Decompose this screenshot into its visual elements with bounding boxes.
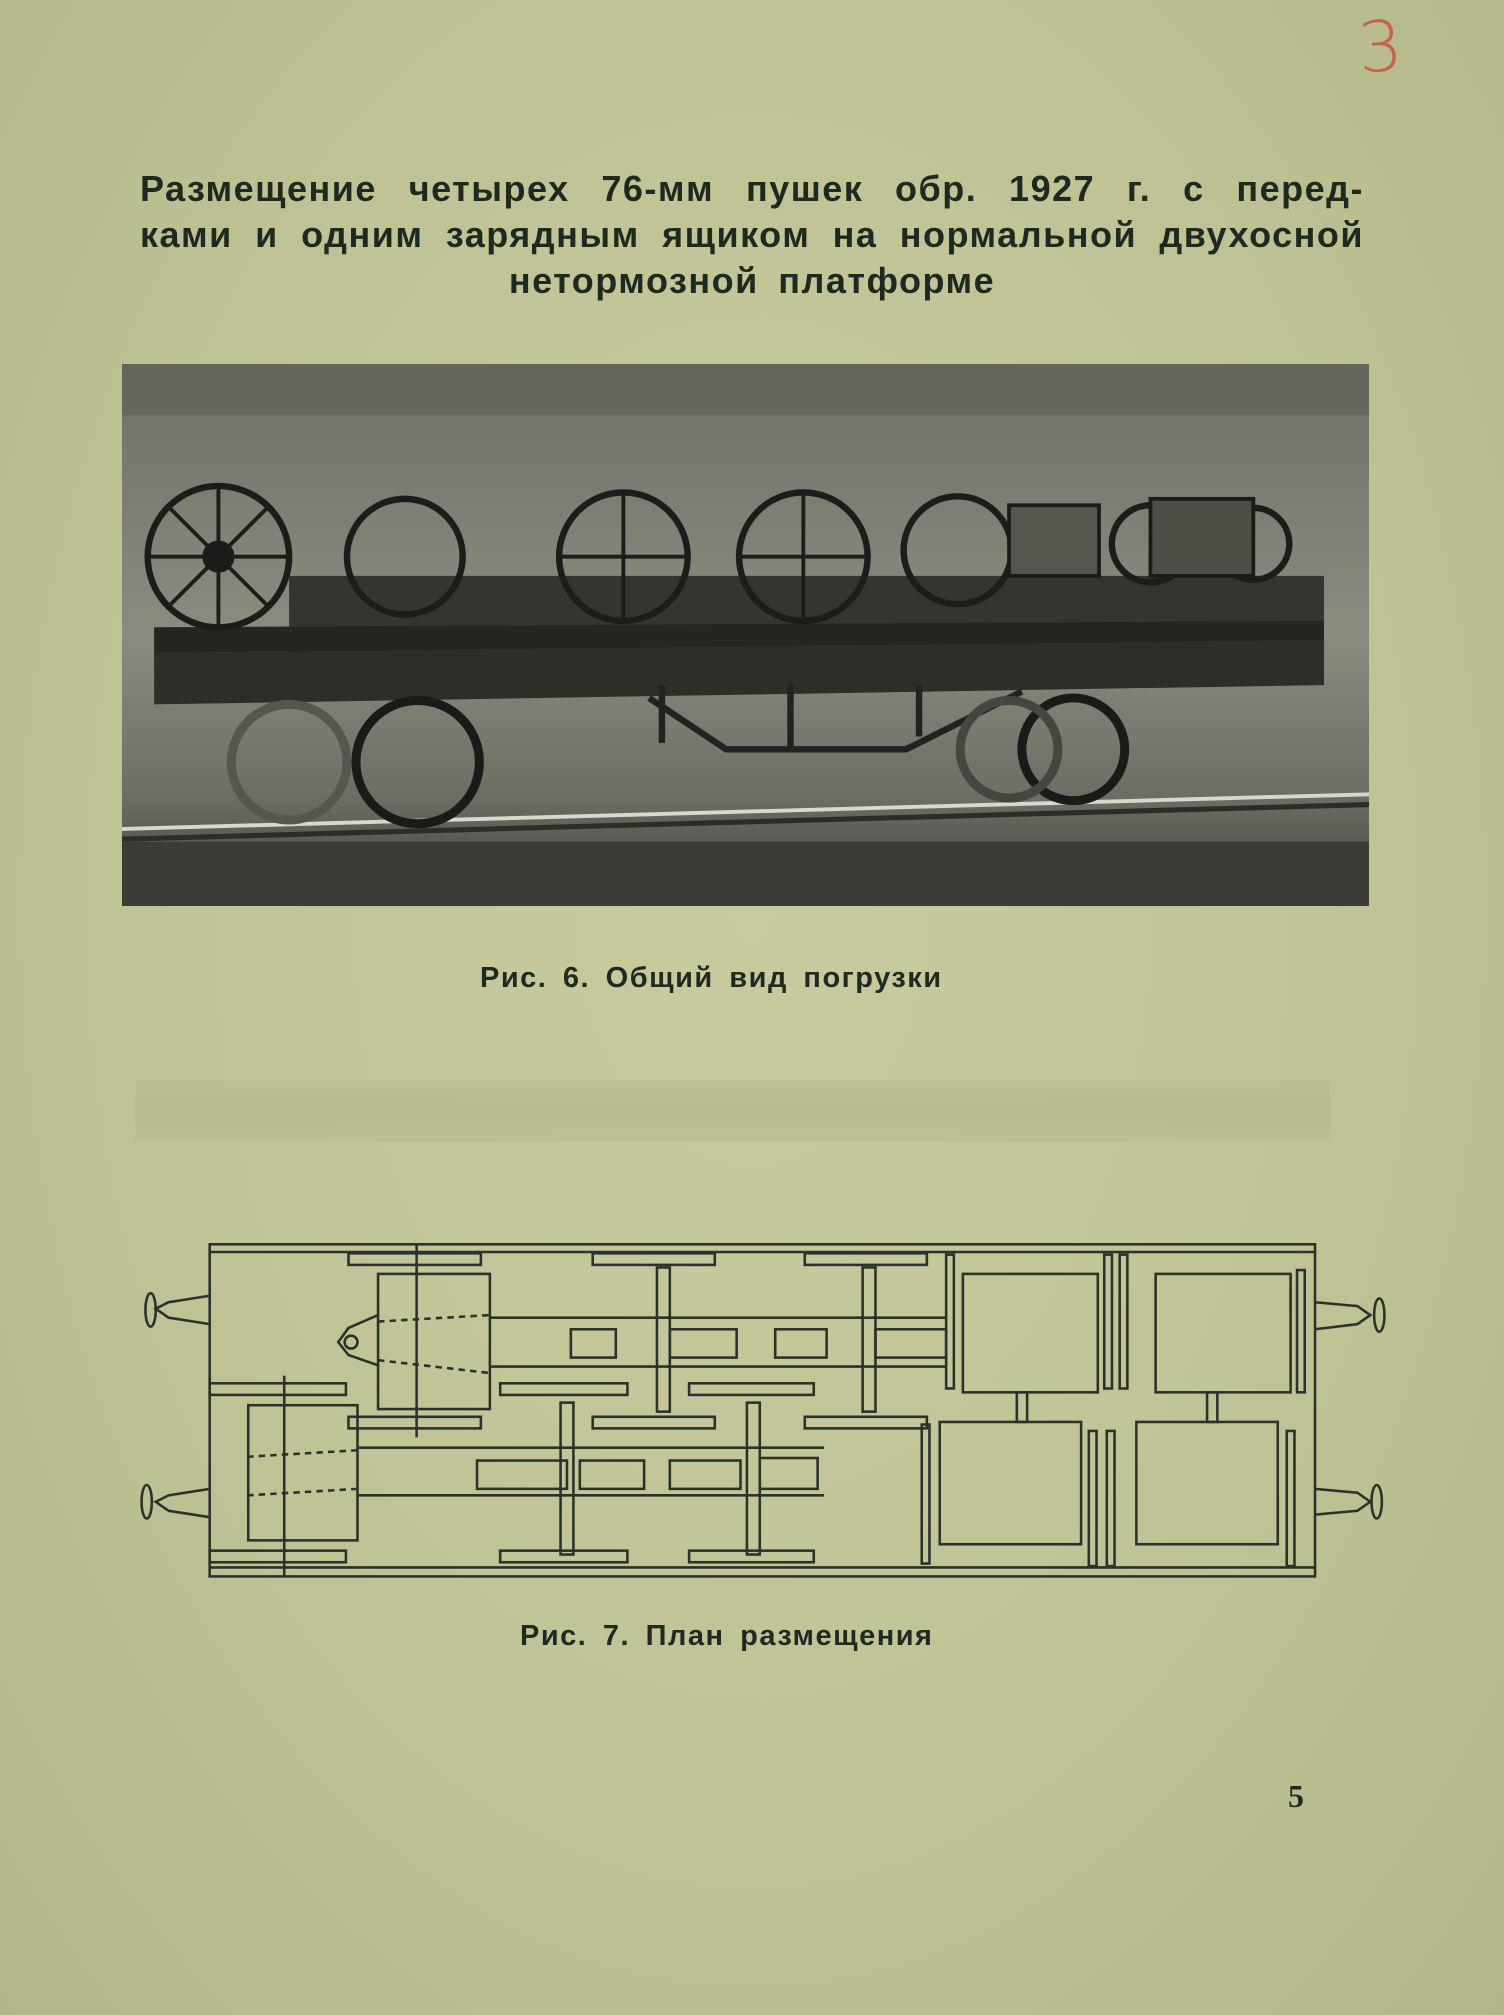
- figure-7-loading-plan: [140, 1243, 1386, 1578]
- title-line-2: ками и одним зарядным ящиком на нормальн…: [140, 214, 1364, 255]
- page-number: 5: [1288, 1778, 1304, 1814]
- title-line-3: нетормозной платформе: [508, 260, 996, 301]
- figure-6-photo: [122, 364, 1369, 906]
- bleed-through-band: [135, 1080, 1330, 1142]
- figure-6-caption: Рис. 6. Общий вид погрузки: [480, 962, 943, 994]
- figure-7-caption: Рис. 7. План размещения: [520, 1620, 934, 1652]
- handwritten-page-number: 3: [1355, 4, 1406, 90]
- title-line-1: Размещение четырех 76-мм пушек обр. 1927…: [140, 168, 1364, 209]
- page-title: Размещение четырех 76-мм пушек обр. 1927…: [140, 166, 1364, 304]
